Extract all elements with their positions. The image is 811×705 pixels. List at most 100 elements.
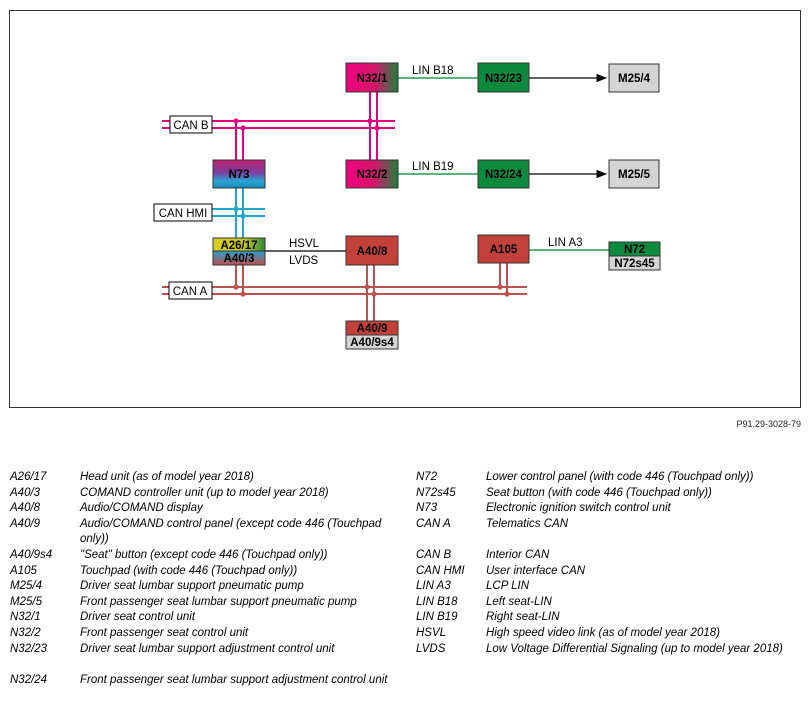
lin-links: [398, 77, 609, 251]
legend-row: N73 Electronic ignition switch control un…: [416, 501, 806, 517]
legend-description: COMAND controller unit (up to model year…: [80, 486, 329, 499]
legend-row: LIN B19 Right seat-LIN: [416, 610, 806, 626]
node-a40-9s4: A40/9s4: [345, 334, 399, 350]
hsvl-label: HSVL: [289, 238, 320, 250]
legend-code: LIN B19: [416, 611, 458, 624]
legend-description: "Seat" button (except code 446 (Touchpad…: [80, 548, 328, 561]
legend-row: CAN B Interior CAN: [416, 548, 806, 564]
node-n72: N72: [608, 241, 661, 257]
lin-a3-label: LIN A3: [548, 237, 583, 249]
legend-description: Driver seat lumbar support adjustment co…: [80, 642, 335, 655]
legend-description: Interior CAN: [486, 548, 550, 561]
legend-code: LIN B18: [416, 595, 458, 608]
legend-description: High speed video link (as of model year …: [486, 626, 720, 639]
node-a40-8: A40/8: [345, 235, 399, 266]
legend-code: LIN A3: [416, 580, 451, 593]
svg-text:N32/2: N32/2: [357, 169, 388, 181]
legend-description: Driver seat control unit: [80, 611, 196, 624]
legend-description: Front passenger seat lumbar support adju…: [80, 673, 388, 686]
legend-description: Head unit (as of model year 2018): [80, 471, 254, 483]
legend-code: M25/5: [10, 595, 42, 608]
legend-description: Front passenger seat control unit: [80, 626, 249, 639]
can-a-bus: [162, 263, 527, 321]
svg-text:A26/17: A26/17: [220, 240, 257, 252]
legend-row: N32/1 Driver seat control unit: [10, 610, 405, 626]
node-n32-2: N32/2: [345, 159, 399, 189]
legend-code: N32/1: [10, 611, 41, 624]
svg-text:A40/8: A40/8: [357, 246, 388, 258]
node-n32-24: N32/24: [477, 159, 530, 189]
legend-description: Electronic ignition switch control unit: [486, 502, 671, 515]
svg-text:CAN A: CAN A: [173, 286, 208, 298]
legend-description: Front passenger seat lumbar support pneu…: [80, 595, 357, 608]
legend-row: N32/24 Front passenger seat lumbar suppor…: [10, 673, 405, 689]
legend-description: Audio/COMAND control panel (except code …: [80, 517, 382, 546]
legend-row: LIN B18 Left seat-LIN: [416, 595, 806, 611]
legend-description: LCP LIN: [486, 580, 530, 593]
legend-description: Audio/COMAND display: [80, 502, 203, 515]
svg-text:A105: A105: [490, 244, 518, 256]
legend-row: A40/9 Audio/COMAND control panel (except …: [10, 517, 405, 548]
can-hmi-label: CAN HMI: [153, 203, 213, 222]
svg-text:N72: N72: [624, 244, 645, 256]
legend-code: A40/9s4: [10, 548, 53, 561]
figure-id: P91.29-3028-79: [736, 419, 801, 429]
legend-description: Touchpad (with code 446 (Touchpad only)): [80, 564, 298, 577]
legend-description: Lower control panel (with code 446 (Touc…: [486, 471, 754, 483]
node-m25-4: M25/4: [608, 63, 660, 93]
svg-text:N32/23: N32/23: [485, 73, 522, 85]
legend-code: CAN B: [416, 548, 452, 561]
legend-row: A40/8 Audio/COMAND display: [10, 501, 405, 517]
legend-code: N32/2: [10, 626, 41, 639]
svg-text:M25/5: M25/5: [618, 169, 651, 181]
can-hmi-junctions: [233, 206, 246, 219]
legend-row: LIN A3 LCP LIN: [416, 579, 806, 595]
legend-row: LVDS Low Voltage Differential Signaling (…: [416, 642, 806, 658]
svg-text:N32/1: N32/1: [357, 73, 388, 85]
legend-code: HSVL: [416, 626, 447, 639]
can-a-label: CAN A: [168, 281, 213, 300]
node-a105: A105: [477, 234, 530, 264]
legend-code: A40/9: [10, 517, 41, 530]
legend-code: A105: [10, 564, 37, 577]
legend-row: M25/5 Front passenger seat lumbar support…: [10, 595, 405, 611]
legend-row: N32/2 Front passenger seat control unit: [10, 626, 405, 642]
legend-code: CAN HMI: [416, 564, 465, 577]
svg-text:M25/4: M25/4: [618, 73, 651, 85]
diagram-frame: [9, 10, 801, 408]
node-n73: N73: [212, 159, 266, 189]
legend-code: A40/8: [10, 502, 41, 515]
node-a40-9: A40/9: [345, 320, 399, 336]
legend-code: N73: [416, 502, 438, 515]
legend-description: Telematics CAN: [486, 517, 569, 530]
svg-text:CAN HMI: CAN HMI: [159, 208, 208, 220]
node-a40-3: A40/3: [212, 250, 266, 266]
legend-code: A40/3: [10, 486, 41, 499]
node-n32-23: N32/23: [477, 62, 530, 93]
svg-text:A40/9s4: A40/9s4: [350, 337, 394, 349]
legend-description: Left seat-LIN: [486, 595, 552, 608]
legend-row: A40/3 COMAND controller unit (up to model…: [10, 486, 405, 502]
can-a-junctions: [233, 284, 510, 297]
legend-description: Low Voltage Differential Signaling (up t…: [486, 642, 783, 655]
legend-description: Right seat-LIN: [486, 611, 560, 624]
lin-b18-label: LIN B18: [412, 65, 454, 77]
legend-code: LVDS: [416, 642, 446, 655]
node-a26-17: A26/17: [212, 237, 266, 252]
legend-code: N32/24: [10, 673, 48, 686]
legend-row: A105 Touchpad (with code 446 (Touchpad on…: [10, 564, 405, 580]
legend-description: Driver seat lumbar support pneumatic pum…: [80, 580, 304, 593]
legend-left: A26/17 Head unit (as of model year 2018) A…: [10, 470, 405, 688]
svg-text:N72s45: N72s45: [614, 258, 655, 270]
legend-code: A26/17: [10, 471, 47, 483]
legend-code: N72s45: [416, 486, 456, 499]
legend-code: M25/4: [10, 580, 42, 593]
legend-row: HSVL High speed video link (as of model y…: [416, 626, 806, 642]
